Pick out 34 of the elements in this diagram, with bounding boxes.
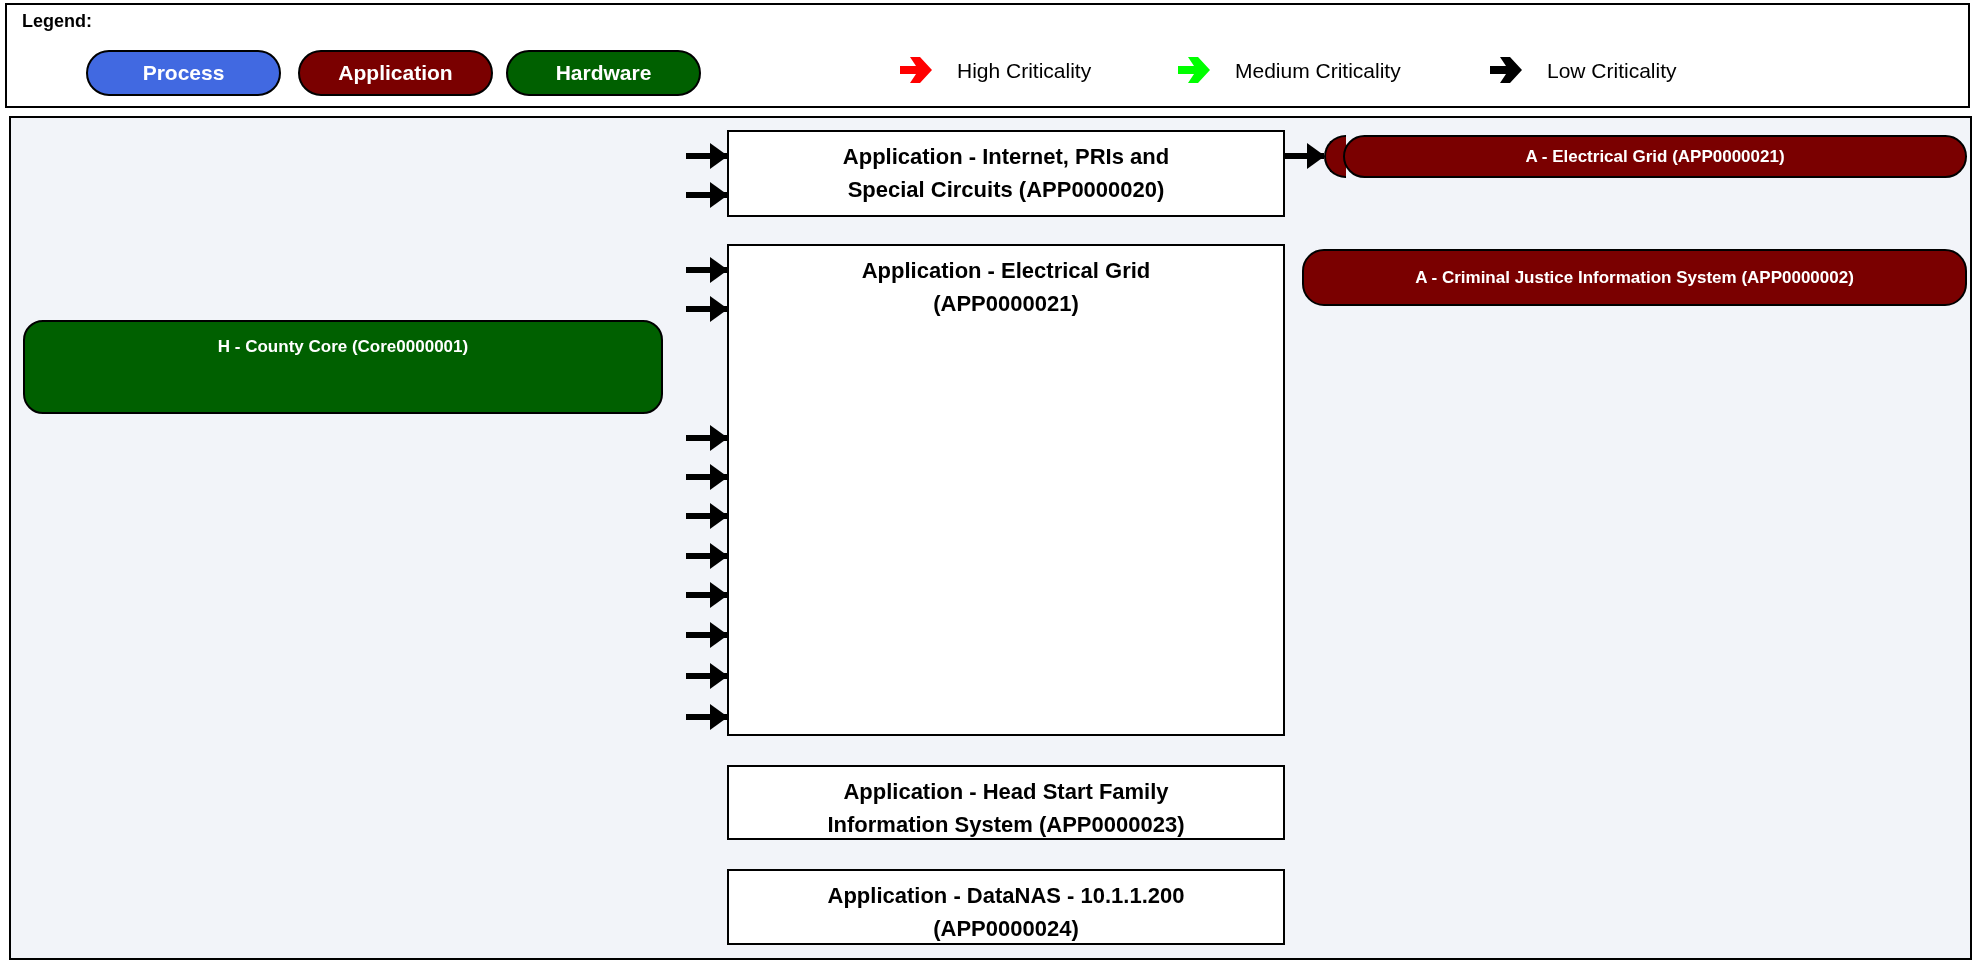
arrow [686,257,728,283]
node-label: Application - DataNAS - 10.1.1.200 (APP0000024) [826,882,1186,943]
arrow [686,543,728,569]
arrow [1285,143,1325,169]
node-label: Application - Electrical Grid (APP0000021) [860,257,1152,318]
legend-label: High Criticality [957,58,1092,84]
application-box [727,869,1285,945]
arrow [686,503,728,529]
arrow [686,143,728,169]
node-label: Application - Head Start Family Information System (APP0000023) [826,778,1186,839]
arrow [686,622,728,648]
node-label: A - Electrical Grid (APP0000021) [1524,145,1786,168]
node-label: H - County Core (Core0000001) [216,336,470,358]
application-box [727,244,1285,736]
application-pill [1343,135,1967,178]
application-pill [1302,249,1967,306]
hardware-pill [23,320,663,414]
node-label: A - Criminal Justice Information System (APP0000002) [1414,266,1855,289]
arrow [686,182,728,208]
arrow [686,704,728,730]
legend-pill: Hardware [506,50,701,96]
arrow [686,464,728,490]
legend-pill: Process [86,50,281,96]
legend-pill: Application [298,50,493,96]
legend-label: Low Criticality [1547,58,1677,84]
arrow [686,296,728,322]
legend-label: Medium Criticality [1235,58,1401,84]
arrow [686,582,728,608]
application-box [727,130,1285,217]
arrow [686,663,728,689]
legend-heading: Legend: [22,10,92,33]
application-box [727,765,1285,840]
arrow [686,425,728,451]
node-label: Application - Internet, PRIs and Special Circuits (APP0000020) [841,143,1171,204]
